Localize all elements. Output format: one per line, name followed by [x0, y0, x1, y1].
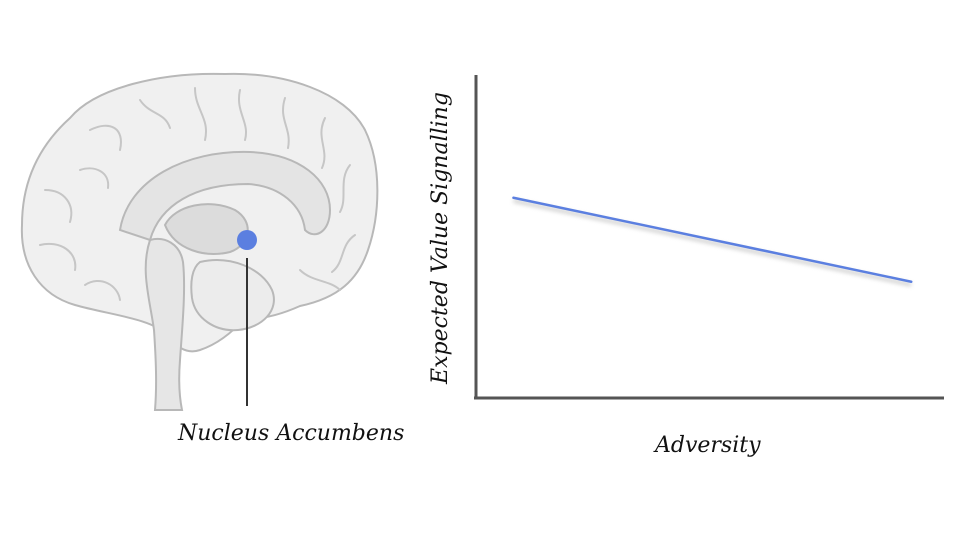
- brain-illustration: [20, 72, 379, 411]
- chart: [474, 75, 944, 400]
- x-axis-label: Adversity: [653, 433, 761, 458]
- series-line-shadow: [513, 199, 912, 287]
- brain-corpus-callosum: [118, 150, 332, 242]
- nucleus-accumbens-label: Nucleus Accumbens: [177, 421, 404, 446]
- nucleus-accumbens-marker: [237, 230, 257, 250]
- brain-stem: [144, 238, 186, 411]
- series-line: [512, 196, 913, 283]
- brain-cerebellum: [190, 259, 275, 332]
- brain-sulci: [39, 87, 356, 301]
- y-axis-label: Expected Value Signalling: [428, 92, 453, 385]
